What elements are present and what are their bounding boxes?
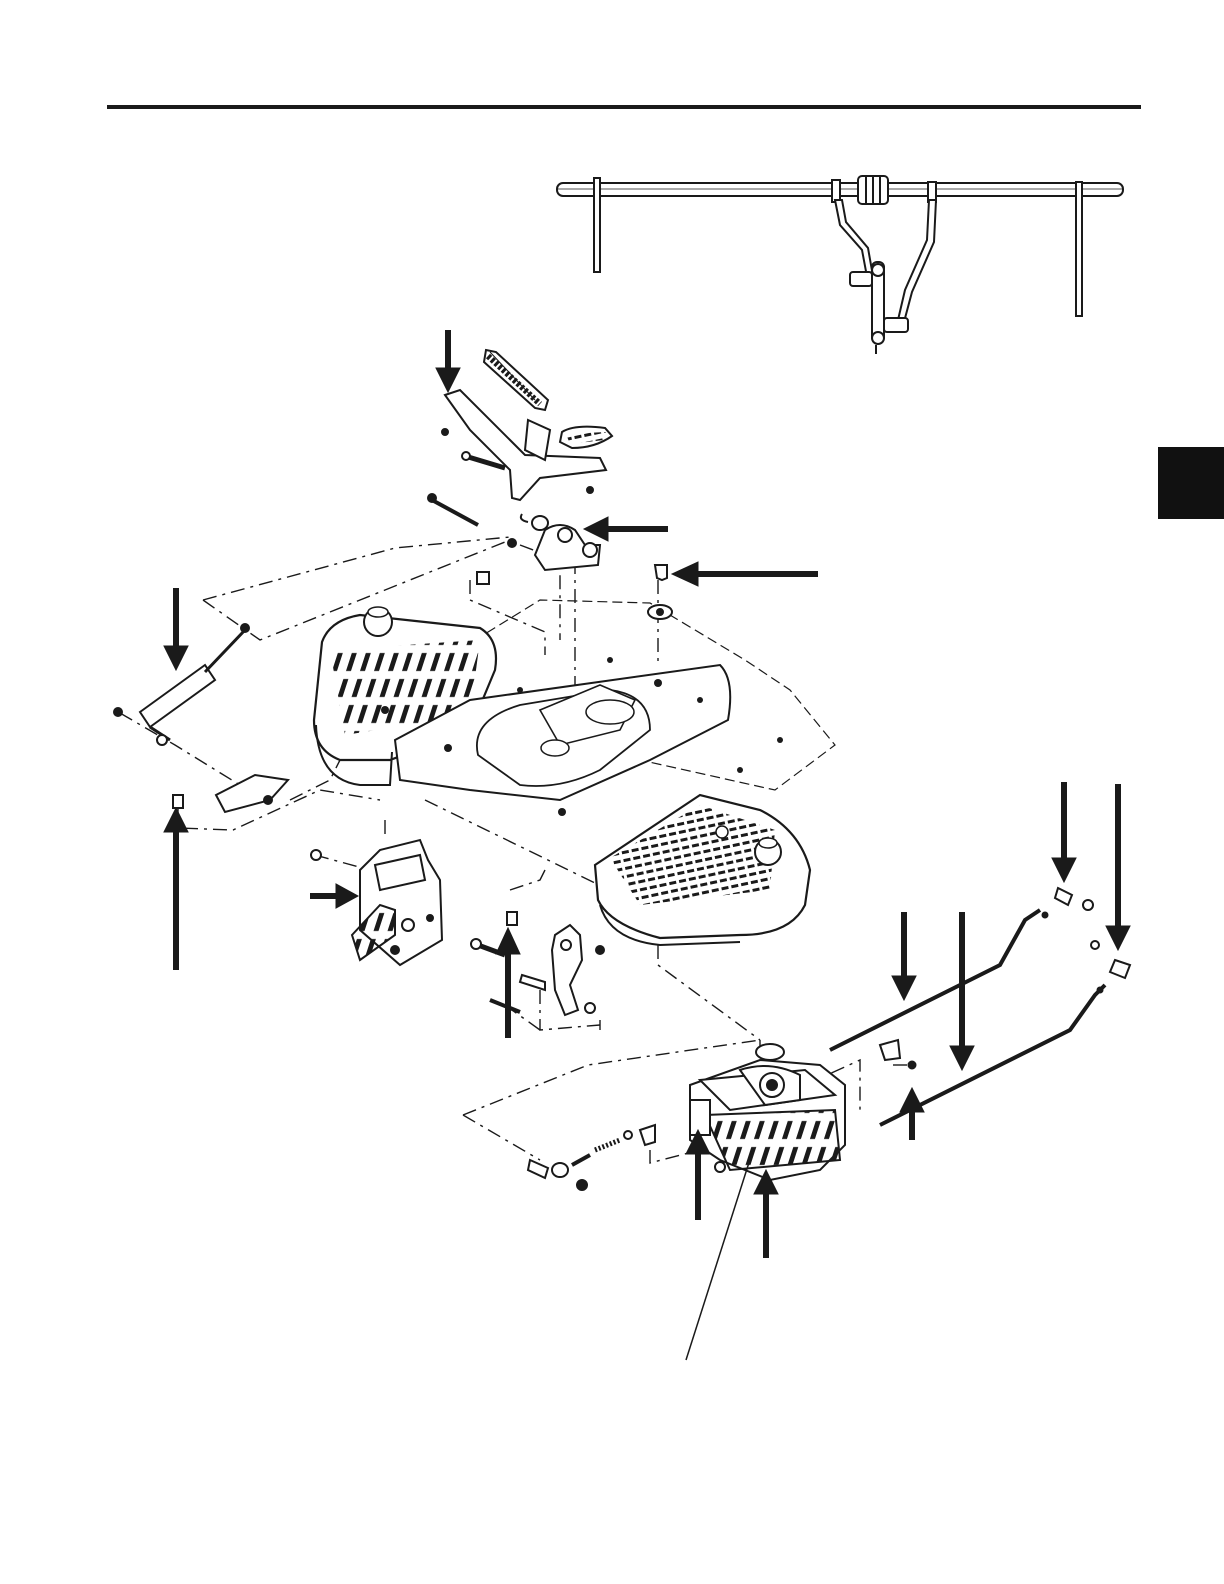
callout-arrow-2 — [584, 517, 668, 541]
callout-arrows — [164, 330, 1130, 1258]
pivot-bracket — [428, 494, 672, 619]
latch-bracket — [311, 840, 442, 965]
callout-arrow-8 — [892, 912, 916, 1000]
callout-arrow-1 — [436, 330, 460, 392]
spring-linkage — [528, 1125, 655, 1190]
hydro-transmission — [690, 1044, 845, 1180]
callout-arrow-7 — [496, 928, 520, 1038]
right-drop-arm — [1076, 182, 1082, 316]
callout-arrow-11 — [1106, 784, 1130, 950]
callout-arrow-6 — [310, 884, 358, 908]
gas-spring-damper — [114, 624, 288, 812]
control-rod-front — [830, 910, 1040, 1050]
left-drop-arm — [594, 178, 600, 272]
spring-bracket — [216, 775, 288, 812]
callout-arrow-9 — [950, 912, 974, 1070]
callout-arrow-4 — [164, 588, 188, 670]
callout-arrow-3 — [672, 562, 818, 586]
callout-arrow-14 — [754, 1170, 778, 1258]
control-rods — [830, 888, 1130, 1125]
linkage-plate — [471, 912, 604, 1015]
pedal-pad-upper — [488, 356, 540, 404]
brake-pedal-assembly — [442, 350, 612, 500]
bent-arm-left — [835, 200, 874, 282]
callout-arrow-5 — [164, 808, 188, 970]
callout-arrow-10 — [1052, 782, 1076, 882]
inset-shaft-linkage — [557, 176, 1123, 354]
bent-arm-right — [898, 200, 936, 322]
mounting-bolt — [655, 565, 667, 580]
